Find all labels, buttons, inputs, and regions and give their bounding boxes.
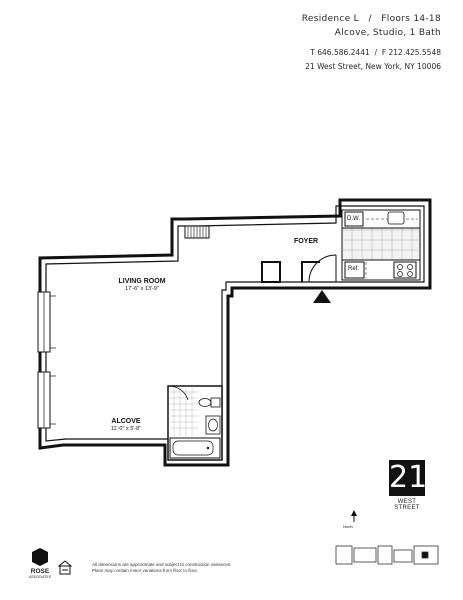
sink [387,211,405,225]
logo-name: ROSE [30,568,50,575]
address-line: 21 West Street, New York, NY 10006 [305,62,441,71]
living-room-name: LIVING ROOM [118,278,166,285]
dishwasher [344,211,364,227]
refrigerator [344,261,365,279]
foyer-name: FOYER [293,238,319,245]
living-room-dims: 17'-6" x 13'-9" [125,286,159,292]
fax-number: F 212.425.5548 [381,48,441,57]
bath-door [167,385,189,406]
residence-name: Residence L [301,14,359,24]
alcove-label: ALCOVE 11'-0" x 5'-8" [96,418,156,432]
foyer-partition [301,261,320,282]
building-number: 21 [389,460,428,496]
unit-type: Alcove, Studio, 1 Bath [334,28,441,38]
phone-number: T 646.586.2441 [310,48,370,57]
equal-housing-icon [57,560,73,575]
ref-label: Ref. [348,266,360,272]
rose-associates-logo: ROSE ASSOCIATES [24,546,56,579]
residence-title: Residence L / Floors 14-18 [301,14,441,24]
alcove-name: ALCOVE [111,418,141,425]
living-room-label: LIVING ROOM 17'-6" x 13'-9" [102,278,182,292]
keymap-plan [335,545,439,565]
outer-wall [38,198,432,467]
contact-line: T 646.586.2441 / F 212.425.5548 [310,48,441,57]
inner-wall [45,205,425,460]
disclaimer: All dimensions are approximate and subje… [92,562,231,574]
alcove-dims: 11'-0" x 5'-8" [110,426,142,432]
north-arrow-icon [351,510,357,522]
rose-logo-icon [32,548,48,566]
foyer-label: FOYER [286,238,326,245]
window-left-2 [37,371,56,429]
entry-marker-icon [313,290,331,303]
vanity [205,415,221,435]
closet-wall [261,261,281,283]
dw-label: D.W. [347,216,360,222]
north-label: North [343,524,353,529]
floors-label: Floors 14-18 [381,14,441,24]
stove [393,261,417,279]
logo-sub: ASSOCIATES [28,575,52,579]
toilet-bowl [198,398,212,407]
toilet-tank [210,397,221,408]
disclaimer-line-2: Plans may contain minor variations from … [92,568,199,573]
window-left-1 [37,291,56,353]
building-logo: 21 WEST STREET [389,460,428,511]
disclaimer-line-1: All dimensions are approximate and subje… [92,562,232,567]
stair-hatching [187,226,207,238]
bathtub [169,437,221,459]
entry-door [308,254,337,283]
building-name: WEST STREET [394,499,420,511]
